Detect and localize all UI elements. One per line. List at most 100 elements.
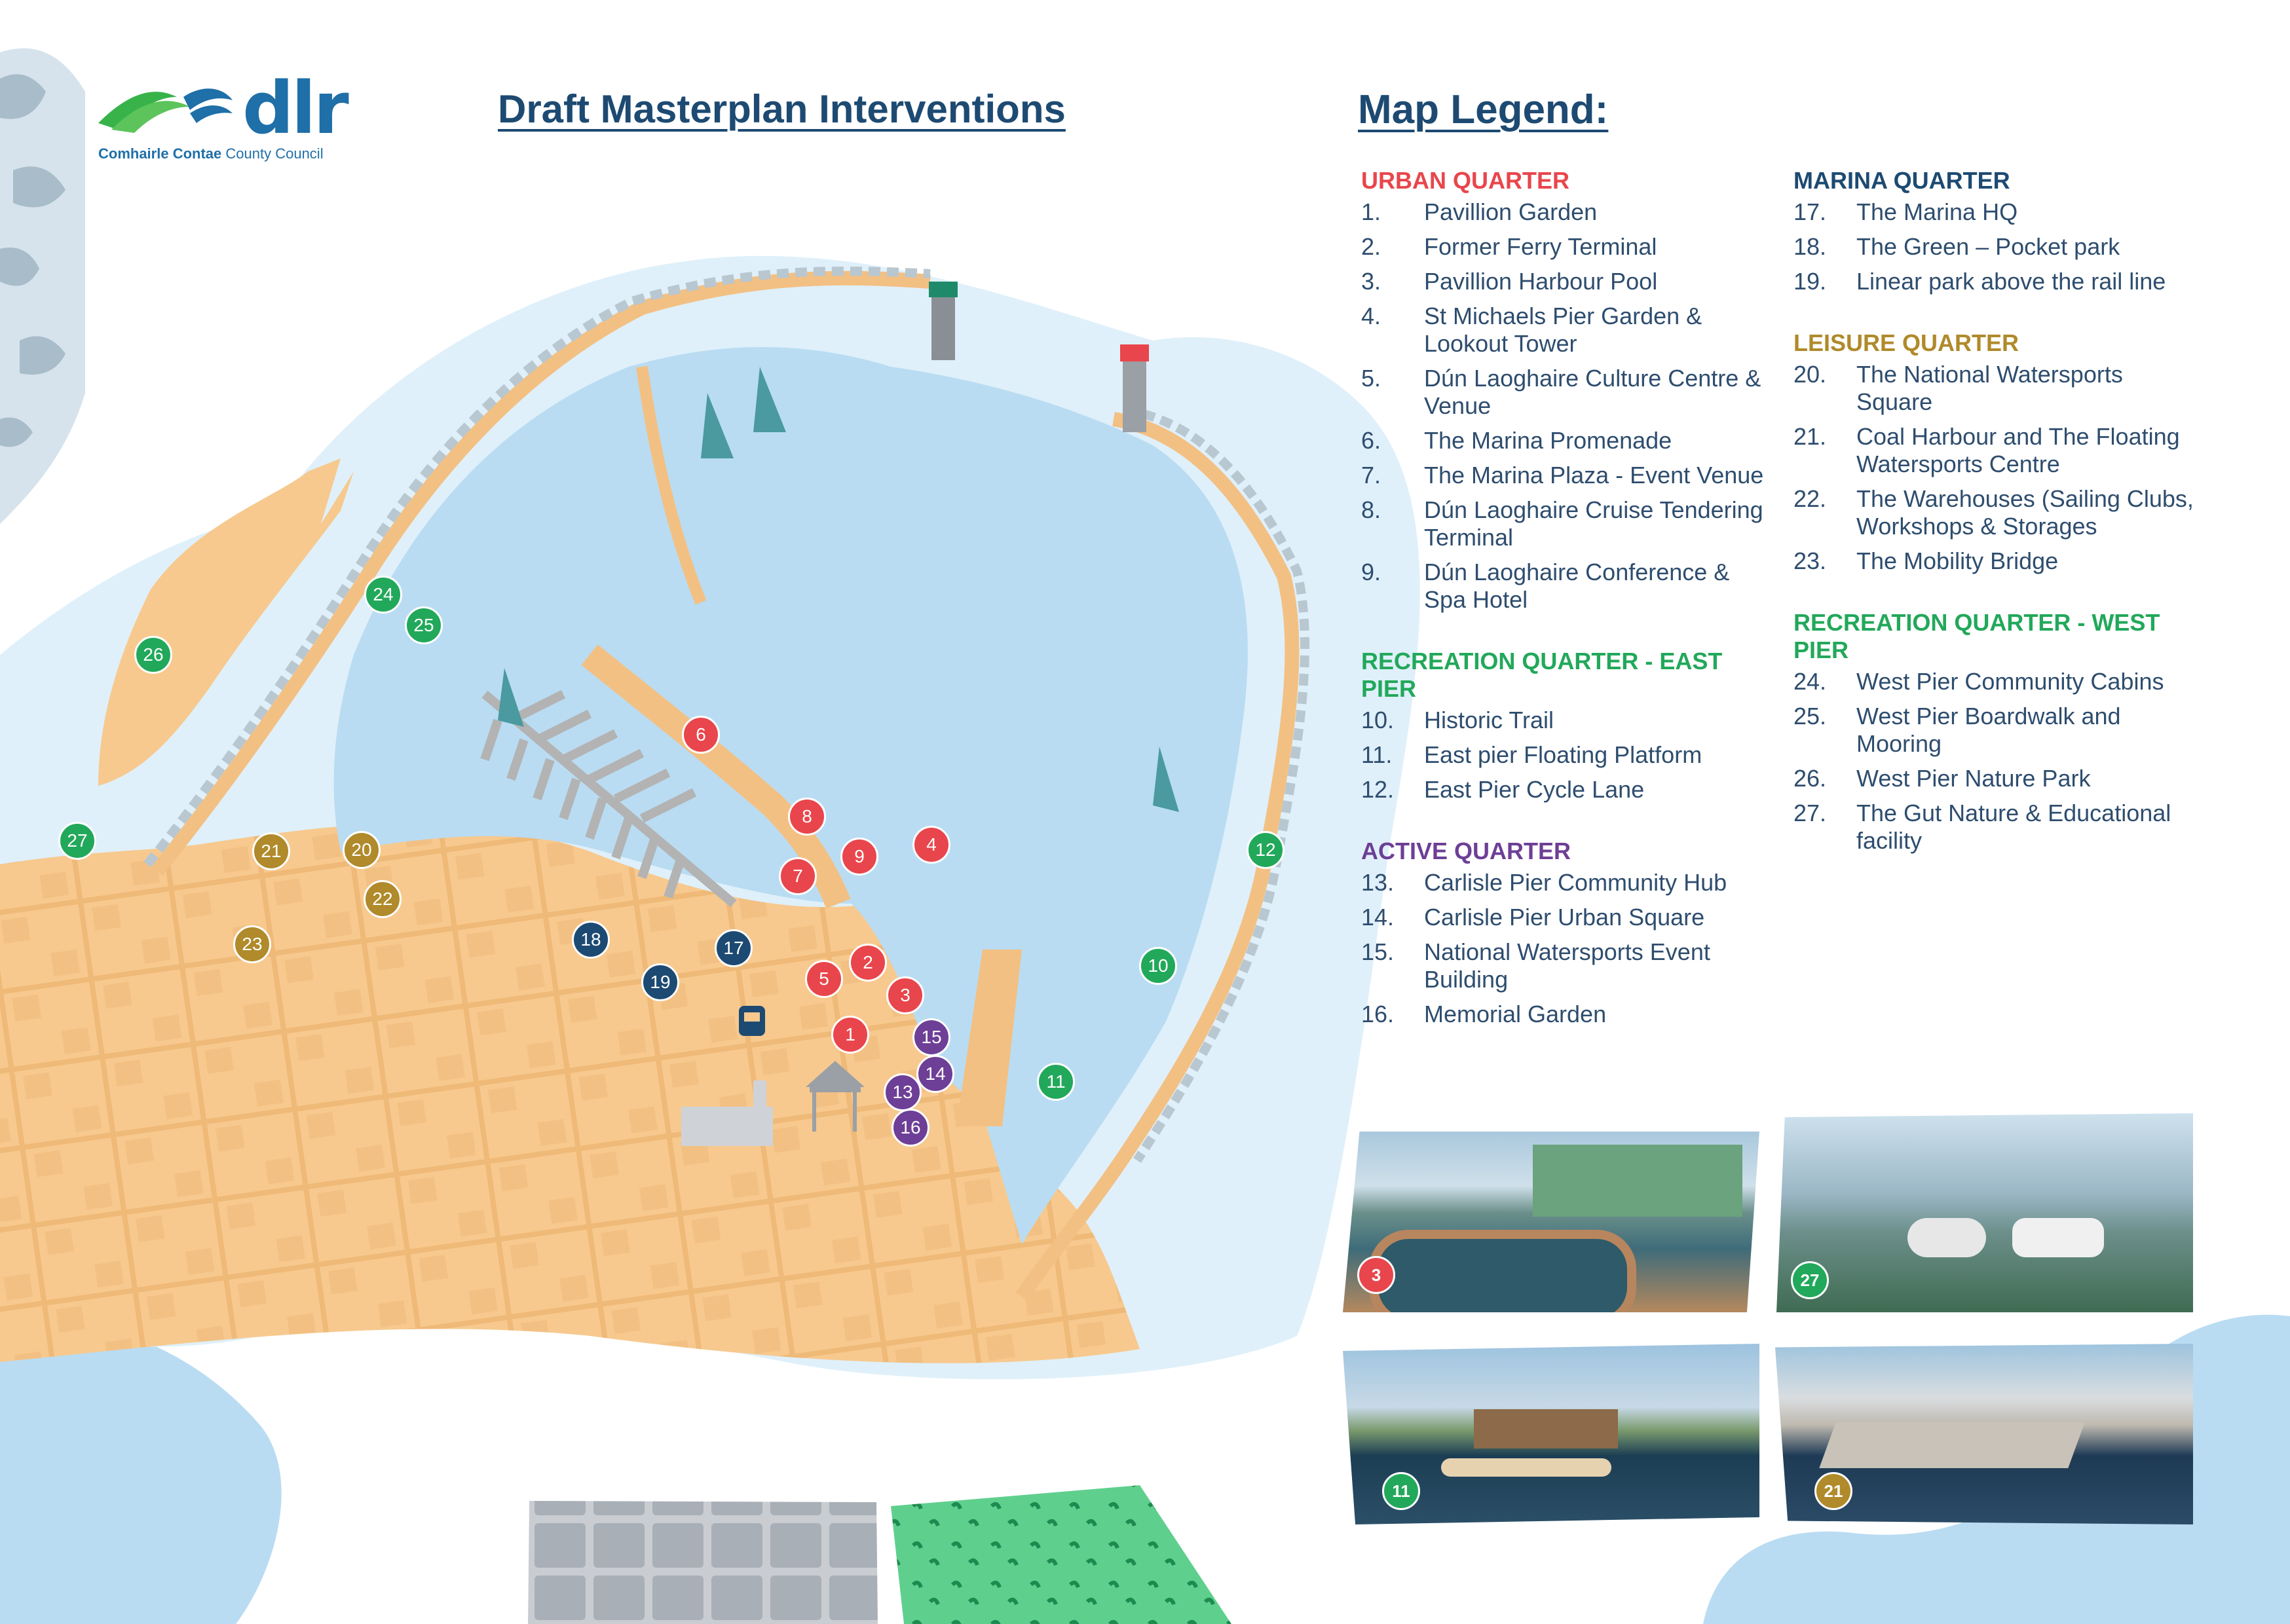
map-marker[interactable]: 1 [831, 1016, 869, 1054]
map-marker[interactable]: 16 [892, 1109, 929, 1147]
logo-waves-icon [98, 88, 233, 133]
legend-item-number: 15. [1361, 938, 1395, 965]
legend-item: 22.The Warehouses (Sailing Clubs, Worksh… [1793, 485, 2200, 540]
map-marker[interactable]: 23 [233, 925, 271, 963]
map-marker[interactable]: 4 [912, 826, 950, 864]
legend-item: 20.The National Watersports Square [1793, 361, 2200, 416]
legend-group-heading: RECREATION QUARTER - WEST PIER [1793, 609, 2160, 663]
legend-item-label: Dún Laoghaire Cruise Tendering Terminal [1424, 496, 1763, 551]
legend-item-label: The Marina HQ [1856, 198, 2018, 225]
map-marker[interactable]: 8 [788, 798, 826, 836]
legend-item-number: 21. [1793, 423, 1827, 450]
render-coal-harbour: 21 [1775, 1344, 2193, 1524]
photo-badge: 27 [1791, 1261, 1829, 1299]
west-pier-land [98, 458, 354, 786]
legend-item-number: 11. [1361, 741, 1393, 768]
render-pavillion-pool: 3 [1343, 1132, 1759, 1312]
map-marker[interactable]: 21 [252, 832, 290, 870]
map-marker[interactable]: 24 [364, 576, 402, 614]
map-marker[interactable]: 15 [912, 1018, 950, 1056]
legend-item-number: 5. [1361, 365, 1381, 392]
legend-item-number: 20. [1793, 361, 1827, 388]
legend-group-heading: LEISURE QUARTER [1793, 329, 2019, 356]
legend-item: 1.Pavillion Garden [1361, 198, 1767, 226]
legend-item: 6.The Marina Promenade [1361, 427, 1767, 454]
west-pier-rocks [143, 267, 931, 868]
lighthouse-east-icon [1120, 344, 1149, 432]
render-gut-nature: 27 [1776, 1113, 2193, 1312]
logo-subtitle: Comhairle Contae County Council [98, 145, 324, 162]
photo-badge: 21 [1814, 1472, 1852, 1510]
marina-pontoons [480, 690, 737, 908]
legend-item-label: National Watersports Event Building [1424, 938, 1710, 993]
map-marker[interactable]: 19 [641, 963, 679, 1001]
carlisle-pier [956, 950, 1022, 1126]
photo-badge: 11 [1382, 1472, 1420, 1510]
logo-text: dlr [242, 66, 349, 150]
legend-item-label: West Pier Nature Park [1856, 765, 2091, 792]
logo-subtitle-english: County Council [225, 145, 324, 162]
legend-item: 16.Memorial Garden [1361, 1001, 1767, 1028]
legend-item: 24.West Pier Community Cabins [1793, 668, 2200, 695]
map-marker[interactable]: 10 [1139, 947, 1177, 985]
map-marker[interactable]: 5 [805, 960, 843, 998]
sailboats [498, 367, 1179, 812]
legend-item-label: The Marina Promenade [1424, 427, 1672, 454]
legend-item-label: Pavillion Garden [1424, 198, 1598, 225]
legend-item-label: Carlisle Pier Urban Square [1424, 904, 1705, 931]
legend-item: 14.Carlisle Pier Urban Square [1361, 904, 1767, 931]
legend-item-number: 10. [1361, 707, 1395, 733]
map-marker[interactable]: 12 [1247, 831, 1285, 869]
legend-item-label: Dún Laoghaire Conference & Spa Hotel [1424, 559, 1730, 613]
legend-item-number: 24. [1793, 668, 1827, 695]
legend-item-label: Coal Harbour and The Floating Watersport… [1856, 423, 2180, 477]
sea-corner [1310, 1310, 2290, 1624]
legend-item-label: Linear park above the rail line [1856, 268, 2166, 295]
map-marker[interactable]: 3 [886, 976, 924, 1014]
legend-item-number: 12. [1361, 776, 1395, 803]
legend-item-number: 26. [1793, 765, 1827, 792]
legend-item-label: East pier Floating Platform [1424, 741, 1702, 768]
legend-item-label: The Green – Pocket park [1856, 233, 2120, 260]
map-marker[interactable]: 26 [134, 636, 172, 674]
legend-item-number: 3. [1361, 268, 1381, 295]
map-marker[interactable]: 13 [884, 1073, 922, 1111]
map-marker[interactable]: 9 [840, 838, 878, 876]
map-marker[interactable]: 6 [682, 716, 720, 754]
legend-item-number: 8. [1361, 496, 1381, 523]
map-marker[interactable]: 17 [715, 929, 753, 967]
map-marker[interactable]: 7 [779, 857, 817, 895]
legend-item-label: West Pier Boardwalk and Mooring [1856, 703, 2121, 757]
map-marker[interactable]: 25 [405, 606, 443, 644]
legend-item-number: 2. [1361, 233, 1381, 260]
legend-item: 10.Historic Trail [1361, 707, 1767, 734]
legend-item: 18. The Green – Pocket park [1793, 233, 2200, 261]
map-marker[interactable]: 22 [364, 880, 402, 918]
map-marker[interactable]: 27 [58, 822, 96, 860]
bandstand-icon [806, 1061, 865, 1132]
legend-item: 3.Pavillion Harbour Pool [1361, 268, 1767, 295]
legend-item-label: St Michaels Pier Garden & Lookout Tower [1424, 303, 1702, 357]
map-marker[interactable]: 20 [343, 831, 381, 869]
legend-item-label: The Marina Plaza - Event Venue [1424, 462, 1764, 489]
legend-item-label: Carlisle Pier Community Hub [1424, 869, 1727, 896]
legend-item: 12.East Pier Cycle Lane [1361, 776, 1767, 803]
page-title: Draft Masterplan Interventions [498, 87, 1066, 131]
legend-item: 27.The Gut Nature & Educational facility [1793, 800, 2200, 855]
legend-item-label: The Gut Nature & Educational facility [1856, 800, 2171, 854]
map-marker[interactable]: 11 [1037, 1063, 1075, 1101]
map-marker[interactable]: 14 [916, 1055, 954, 1093]
legend-item-number: 4. [1361, 303, 1381, 329]
legend-item: 9.Dún Laoghaire Conference & Spa Hotel [1361, 559, 1767, 614]
legend-item: 8. Dún Laoghaire Cruise Tendering Termina… [1361, 496, 1767, 551]
legend-title: Map Legend: [1358, 87, 1609, 132]
map-marker[interactable]: 18 [572, 921, 610, 959]
town-hall-icon [681, 1080, 773, 1146]
map-marker[interactable]: 2 [849, 944, 887, 982]
legend-item-number: 18. [1793, 233, 1827, 260]
